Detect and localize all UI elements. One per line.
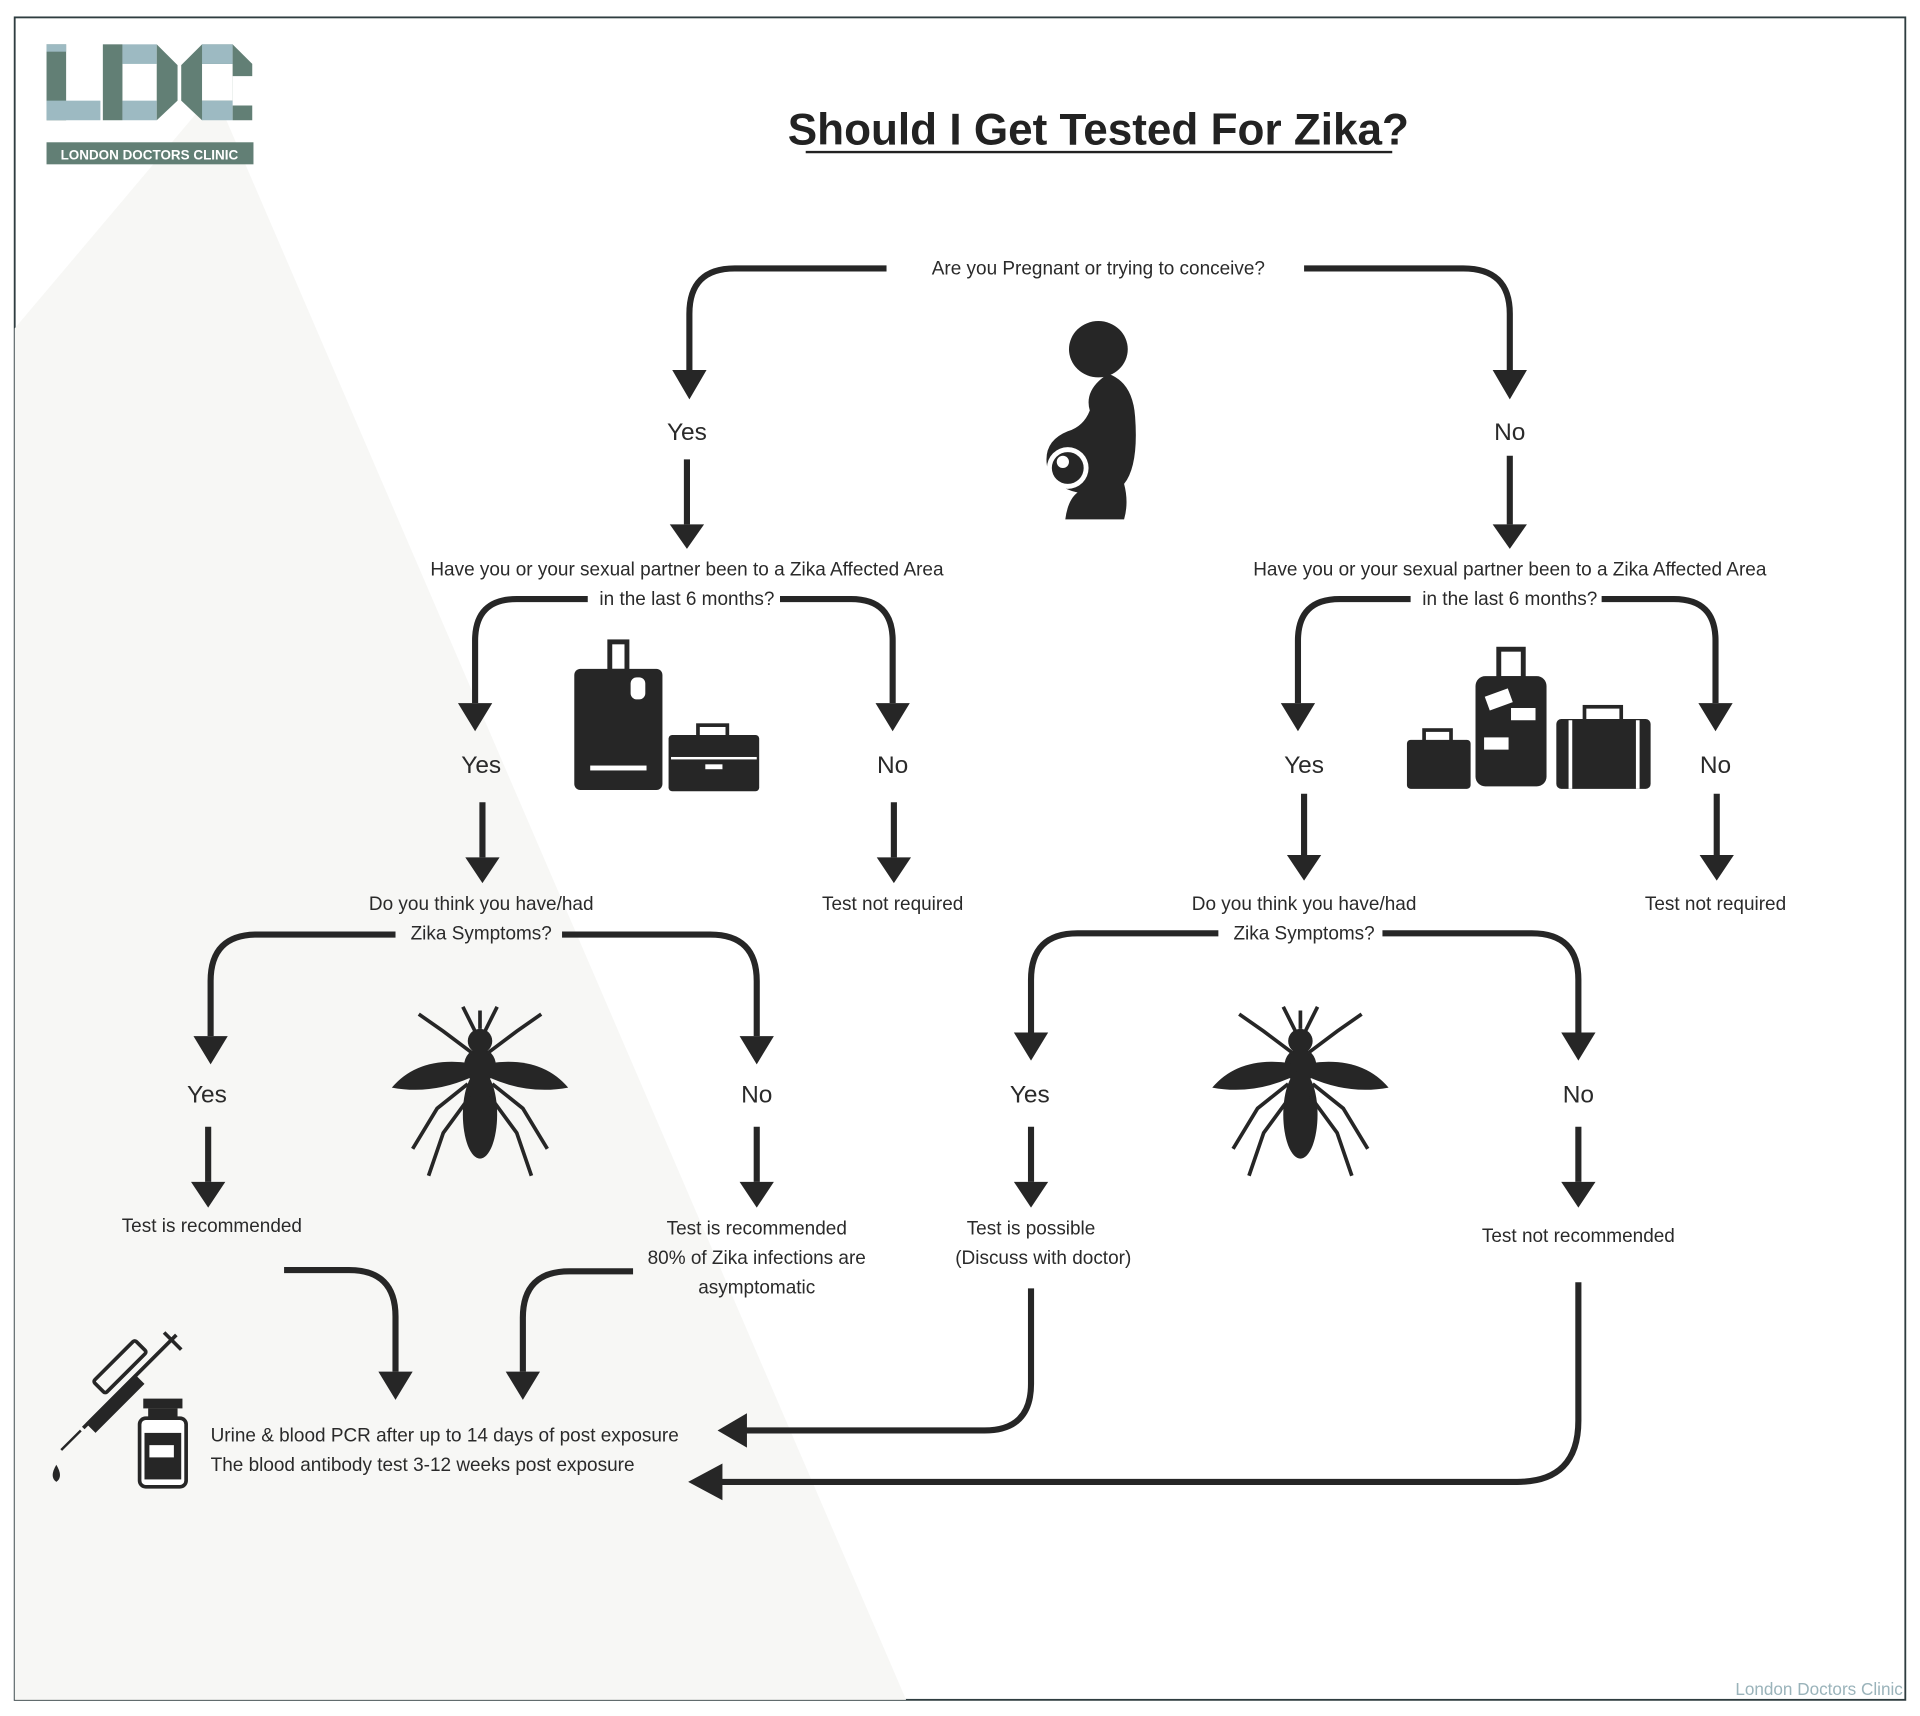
right-travel-yes: Yes: [1284, 752, 1324, 779]
right-symptoms-yes: Yes: [1010, 1081, 1050, 1108]
pregnant-woman-icon: [1046, 321, 1136, 520]
result-test-possible-1: Test is possible: [967, 1219, 1096, 1240]
right-question-travel-line1: Have you or your sexual partner been to …: [1253, 560, 1767, 581]
logo-name: LONDON DOCTORS CLINIC: [61, 147, 239, 162]
result-test-recommended-asymptomatic-3: asymptomatic: [698, 1277, 815, 1298]
right-symptoms-no: No: [1563, 1081, 1594, 1108]
right-question-travel-line2: in the last 6 months?: [1422, 589, 1597, 610]
syringe-icon: [52, 1331, 183, 1482]
result-test-recommended: Test is recommended: [122, 1216, 302, 1237]
page-title: Should I Get Tested For Zika?: [788, 106, 1409, 155]
mosquito-icon: [1212, 1005, 1389, 1177]
left-question-symptoms-line2: Zika Symptoms?: [411, 923, 552, 944]
answer-yes-pregnant: Yes: [667, 419, 707, 446]
ldc-logo: LONDON DOCTORS CLINIC: [46, 44, 254, 165]
left-result-not-required: Test not required: [822, 894, 963, 915]
answer-no-pregnant: No: [1494, 419, 1525, 446]
right-question-symptoms-line1: Do you think you have/had: [1192, 894, 1417, 915]
question-pregnant: Are you Pregnant or trying to conceive?: [932, 259, 1265, 280]
right-travel-no: No: [1700, 752, 1731, 779]
background-shape: [14, 92, 907, 1700]
left-question-symptoms-line1: Do you think you have/had: [369, 894, 594, 915]
result-test-possible-2: (Discuss with doctor): [955, 1248, 1131, 1269]
mosquito-icon: [391, 1005, 569, 1177]
final-test-line1: Urine & blood PCR after up to 14 days of…: [211, 1425, 679, 1446]
left-question-travel-line1: Have you or your sexual partner been to …: [430, 560, 944, 581]
connector-arrows: [191, 265, 1734, 1501]
left-symptoms-yes: Yes: [187, 1081, 227, 1108]
luggage-icon: [1406, 646, 1651, 789]
watermark: London Doctors Clinic: [1735, 1679, 1903, 1699]
left-symptoms-no: No: [741, 1081, 772, 1108]
result-test-not-recommended: Test not recommended: [1482, 1226, 1675, 1247]
right-result-not-required: Test not required: [1645, 894, 1786, 915]
final-test-line2: The blood antibody test 3-12 weeks post …: [211, 1455, 635, 1476]
vial-icon: [137, 1398, 188, 1489]
result-test-recommended-asymptomatic-1: Test is recommended: [667, 1219, 847, 1240]
right-question-symptoms-line2: Zika Symptoms?: [1233, 923, 1374, 944]
left-question-travel-line2: in the last 6 months?: [599, 589, 774, 610]
left-travel-no: No: [877, 752, 908, 779]
luggage-icon: [574, 639, 760, 792]
left-travel-yes: Yes: [461, 752, 501, 779]
result-test-recommended-asymptomatic-2: 80% of Zika infections are: [648, 1248, 866, 1269]
